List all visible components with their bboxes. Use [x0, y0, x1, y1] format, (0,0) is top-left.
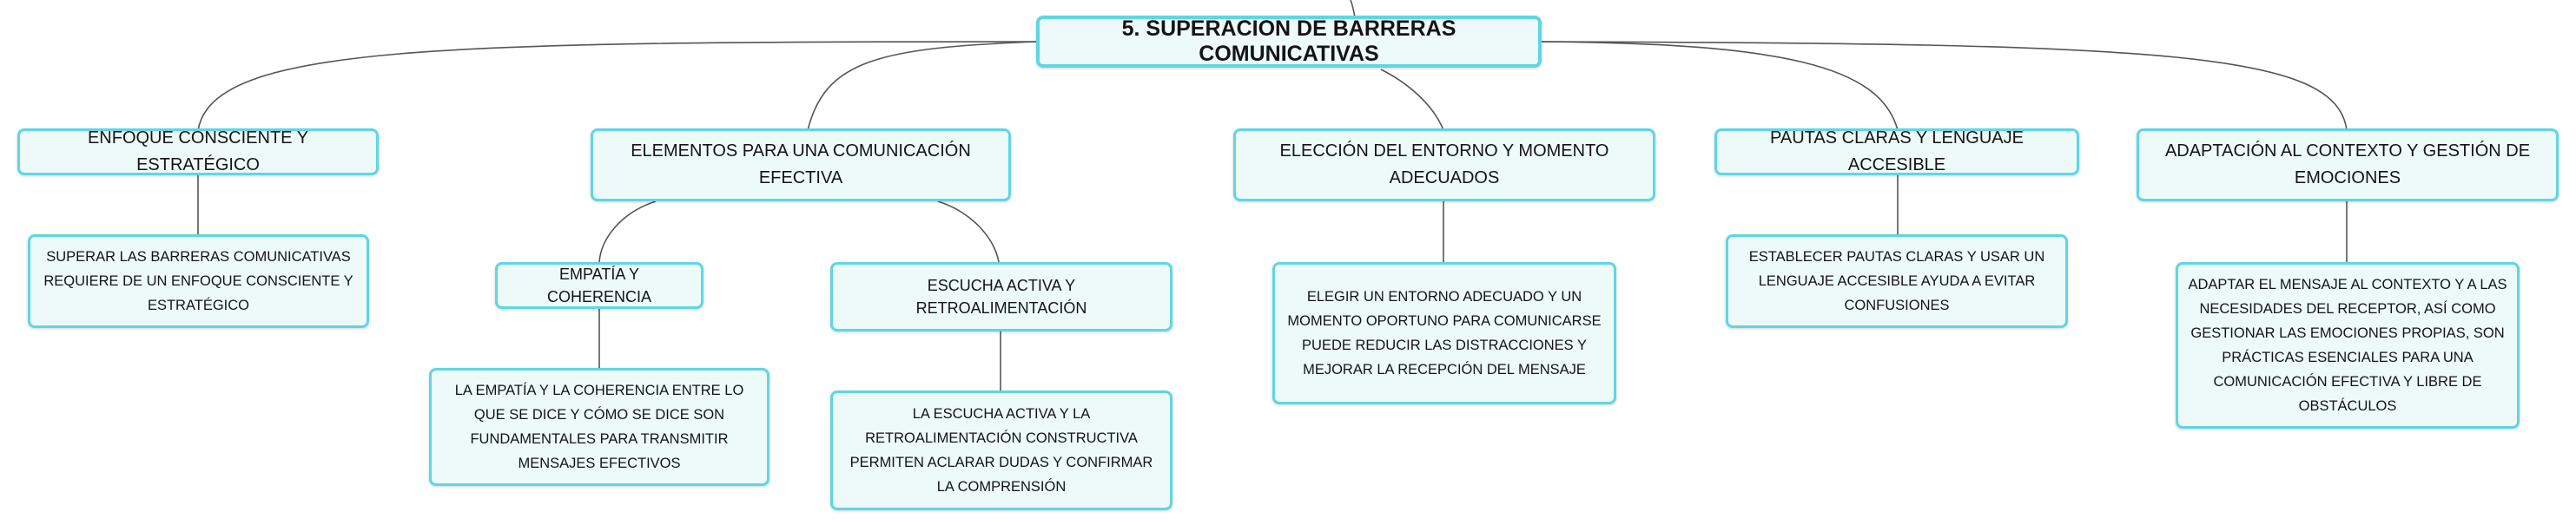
topic-elementos-label: ELEMENTOS PARA UNA COMUNICACIÓN EFECTIVA: [631, 141, 971, 187]
detail-pautas[interactable]: ESTABLECER PAUTAS CLARAS Y USAR UN LENGU…: [1726, 234, 2068, 328]
detail-eleccion-text: ELEGIR UN ENTORNO ADECUADO Y UN MOMENTO …: [1287, 289, 1602, 377]
connector-root-branch-4: [1540, 41, 1899, 131]
central-topic[interactable]: 5. SUPERACIÓN DE BARRERAS COMUNICATIVAS: [1036, 16, 1542, 68]
topic-pautas-label: PAUTAS CLARAS Y LENGUAJE ACCESIBLE: [1770, 128, 2024, 174]
detail-escucha-text: LA ESCUCHA ACTIVA Y LA RETROALIMENTACIÓN…: [849, 406, 1153, 495]
topic-elementos[interactable]: ELEMENTOS PARA UNA COMUNICACIÓN EFECTIVA: [591, 128, 1011, 201]
topic-eleccion-label: ELECCIÓN DEL ENTORNO Y MOMENTO ADECUADOS: [1279, 141, 1609, 187]
detail-adaptacion[interactable]: ADAPTAR EL MENSAJE AL CONTEXTO Y A LAS N…: [2176, 262, 2520, 429]
topic-enfoque-label: ENFOQUE CONSCIENTE Y ESTRATÉGICO: [87, 128, 309, 174]
topic-enfoque[interactable]: ENFOQUE CONSCIENTE Y ESTRATÉGICO: [17, 128, 379, 175]
detail-empatia[interactable]: LA EMPATÍA Y LA COHERENCIA ENTRE LO QUE …: [429, 368, 769, 486]
central-topic-label: 5. SUPERACIÓN DE BARRERAS COMUNICATIVAS: [1121, 16, 1456, 66]
subtopic-escucha-label: ESCUCHA ACTIVA Y RETROALIMENTACIÓN: [915, 277, 1087, 317]
connector-branch-2-sub-1: [598, 200, 657, 263]
detail-enfoque-text: SUPERAR LAS BARRERAS COMUNICATIVAS REQUI…: [43, 249, 353, 313]
topic-adaptacion-label: ADAPTACIÓN AL CONTEXTO Y GESTIÓN DE EMOC…: [2164, 141, 2531, 187]
subtopic-empatia-label: EMPATÍA Y COHERENCIA: [546, 266, 651, 305]
connector-root-branch-1: [197, 41, 1039, 131]
detail-empatia-text: LA EMPATÍA Y LA COHERENCIA ENTRE LO QUE …: [454, 383, 744, 471]
detail-escucha[interactable]: LA ESCUCHA ACTIVA Y LA RETROALIMENTACIÓN…: [830, 390, 1172, 510]
subtopic-escucha[interactable]: ESCUCHA ACTIVA Y RETROALIMENTACIÓN: [830, 262, 1172, 331]
connector-branch-2-sub-2: [937, 200, 1000, 263]
connector-root-branch-5: [1540, 41, 2348, 131]
connector-root-up: [1350, 0, 1356, 18]
detail-eleccion[interactable]: ELEGIR UN ENTORNO ADECUADO Y UN MOMENTO …: [1272, 262, 1616, 404]
subtopic-empatia[interactable]: EMPATÍA Y COHERENCIA: [495, 262, 703, 309]
connector-root-branch-2: [807, 41, 1039, 131]
topic-eleccion[interactable]: ELECCIÓN DEL ENTORNO Y MOMENTO ADECUADOS: [1233, 128, 1655, 201]
detail-enfoque[interactable]: SUPERAR LAS BARRERAS COMUNICATIVAS REQUI…: [28, 234, 369, 328]
connector-root-branch-3: [1380, 69, 1444, 131]
topic-adaptacion[interactable]: ADAPTACIÓN AL CONTEXTO Y GESTIÓN DE EMOC…: [2137, 128, 2559, 201]
detail-pautas-text: ESTABLECER PAUTAS CLARAS Y USAR UN LENGU…: [1748, 249, 2045, 313]
topic-pautas[interactable]: PAUTAS CLARAS Y LENGUAJE ACCESIBLE: [1714, 128, 2079, 175]
detail-adaptacion-text: ADAPTAR EL MENSAJE AL CONTEXTO Y A LAS N…: [2188, 277, 2507, 414]
